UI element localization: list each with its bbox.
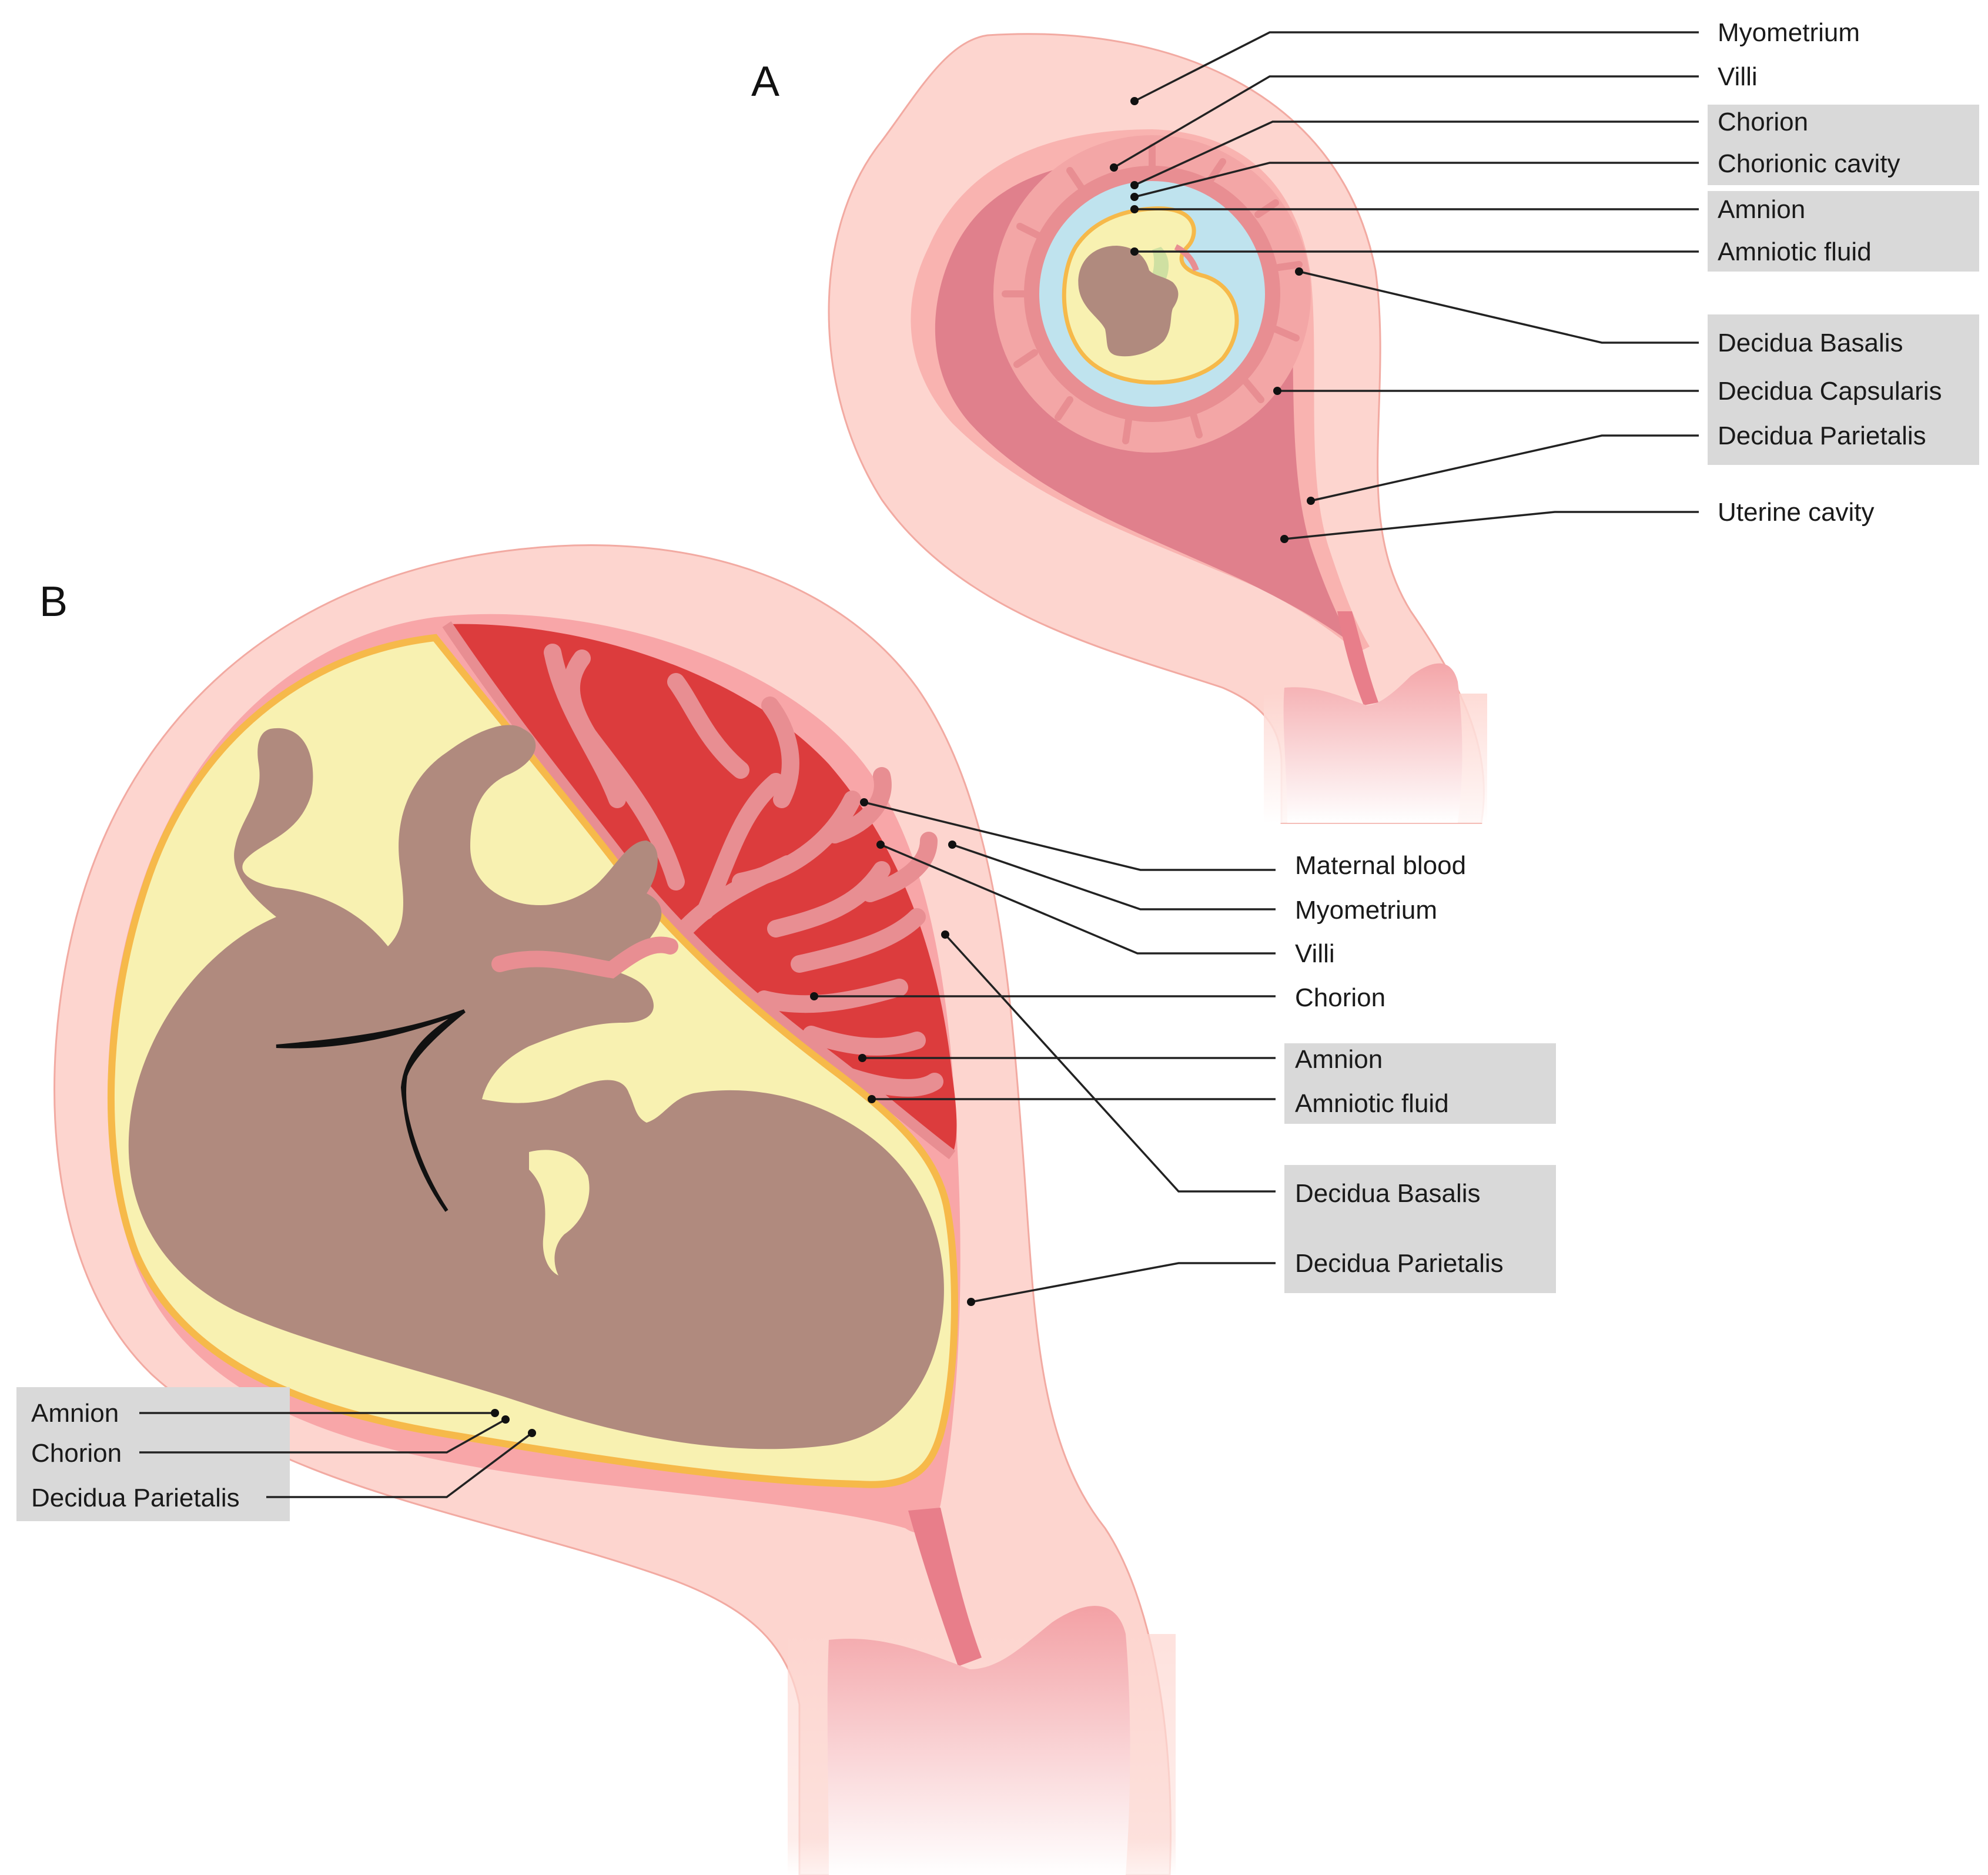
label-a-decidua-parietalis: Decidua Parietalis [1718, 421, 1926, 450]
panel-a-leader-dots [1110, 97, 1315, 543]
panel-b-labels: Maternal blood Myometrium Villi Chorion … [31, 851, 1504, 1512]
label-a-decidua-basalis: Decidua Basalis [1718, 329, 1903, 357]
panel-a-label-highlights [1708, 105, 1979, 465]
panel-a-letter: A [751, 58, 779, 105]
panel-a-leaders [1113, 31, 1699, 540]
panel-b-fetus-outline-line [276, 1009, 466, 1212]
panel-a-embryo [1078, 246, 1179, 357]
label-b-decidua-basalis: Decidua Basalis [1295, 1179, 1481, 1208]
label-a-villi: Villi [1718, 62, 1758, 91]
panel-b-label-highlights [16, 1043, 1556, 1521]
panel-a-vaginal-canal [1283, 663, 1462, 823]
label-b-amnion: Amnion [1295, 1045, 1383, 1074]
label-b-decidua-parietalis: Decidua Parietalis [1295, 1249, 1504, 1278]
panel-a-labels: Myometrium Villi Chorion Chorionic cavit… [1718, 18, 1942, 527]
label-b-villi: Villi [1295, 939, 1335, 968]
label-a-decidua-capsularis: Decidua Capsularis [1718, 377, 1942, 406]
panel-b-letter: B [39, 578, 68, 625]
panel-b-maternal-blood [447, 624, 957, 1155]
label-b-lower-amnion: Amnion [31, 1399, 119, 1428]
panel-b-cervix [908, 1508, 982, 1666]
label-b-myometrium: Myometrium [1295, 896, 1437, 925]
label-a-uterine-cavity: Uterine cavity [1718, 498, 1875, 527]
panel-b-umbilical-cord [491, 936, 678, 979]
panel-b-leaders [139, 801, 1276, 1498]
label-a-chorion: Chorion [1718, 108, 1808, 136]
panel-b-vaginal-canal [827, 1606, 1130, 1875]
label-a-chorionic-cavity: Chorionic cavity [1718, 149, 1900, 178]
label-b-amniotic-fluid: Amniotic fluid [1295, 1089, 1449, 1118]
panel-b-fetus [128, 725, 944, 1449]
panel-b-leader-dots [491, 798, 975, 1437]
label-b-maternal-blood: Maternal blood [1295, 851, 1466, 880]
label-b-chorion: Chorion [1295, 983, 1385, 1012]
label-a-amniotic-fluid: Amniotic fluid [1718, 237, 1872, 266]
label-a-myometrium: Myometrium [1718, 18, 1860, 47]
label-b-lower-decidua-parietalis: Decidua Parietalis [31, 1484, 240, 1512]
panel-a-cervix [1337, 611, 1378, 705]
label-a-amnion: Amnion [1718, 195, 1805, 224]
panel-b-villi [544, 644, 943, 1097]
label-b-lower-chorion: Chorion [31, 1439, 122, 1468]
panel-a-illustration [828, 33, 1487, 824]
panel-b-illustration [53, 544, 1176, 1875]
